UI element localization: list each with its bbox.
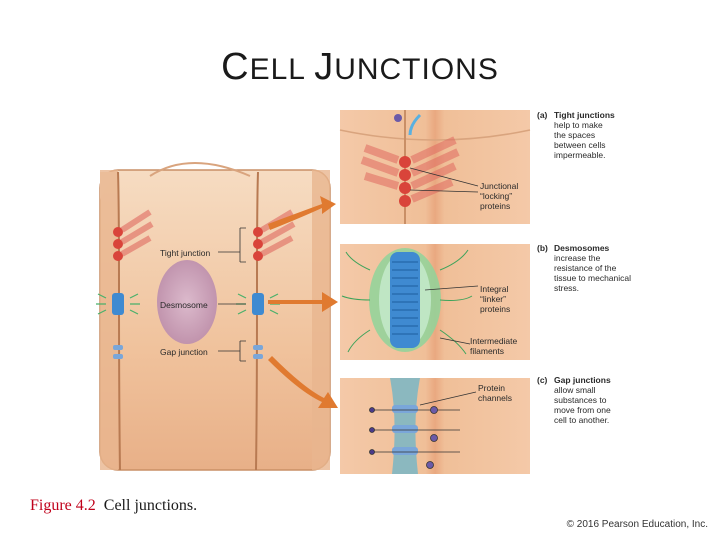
- zoom-arrows: [268, 196, 338, 408]
- main-desmosomes: [96, 293, 280, 315]
- panel-a-callout: Junctional “locking” proteins: [480, 181, 519, 211]
- copyright-notice: © 2016 Pearson Education, Inc.: [566, 519, 708, 530]
- main-tight-junction-proteins: [113, 209, 296, 261]
- panel-a-letter: (a): [537, 110, 548, 120]
- panel-b-letter: (b): [537, 243, 548, 253]
- figure-number: Figure 4.2: [30, 497, 96, 514]
- panel-c-gap-junction: [340, 378, 530, 474]
- figure-caption: Figure 4.2 Cell junctions.: [30, 497, 197, 515]
- label-tight-junction: Tight junction: [160, 248, 211, 258]
- main-label-leaders: [218, 227, 246, 362]
- panel-a-heading: Tight junctions: [554, 110, 615, 120]
- panel-b-desmosome: [340, 244, 530, 360]
- slide-title: CELL JUNCTIONS: [221, 46, 499, 88]
- panel-c-callout: Protein channels: [478, 383, 513, 403]
- figure-caption-text: Cell junctions.: [103, 497, 198, 514]
- label-desmosome: Desmosome: [160, 300, 208, 310]
- label-gap-junction: Gap junction: [160, 347, 208, 357]
- panel-b-heading: Desmosomes: [554, 243, 610, 253]
- panel-a-description: help to make the spaces between cells im…: [554, 120, 606, 160]
- panel-b-callout-linker: Integral “linker” proteins: [480, 284, 511, 314]
- panel-b-description: increase the resistance of the tissue to…: [554, 253, 632, 293]
- panel-c-letter: (c): [537, 375, 548, 385]
- panel-a-tight-junction: [339, 110, 531, 224]
- epithelial-cells: [99, 162, 331, 471]
- panel-c-heading: Gap junctions: [554, 375, 611, 385]
- nucleus: [157, 260, 217, 344]
- main-gap-junctions: [113, 345, 263, 359]
- panel-c-description: allow small substances to move from one …: [554, 385, 611, 425]
- panel-b-callout-filaments: Intermediate filaments: [470, 336, 518, 356]
